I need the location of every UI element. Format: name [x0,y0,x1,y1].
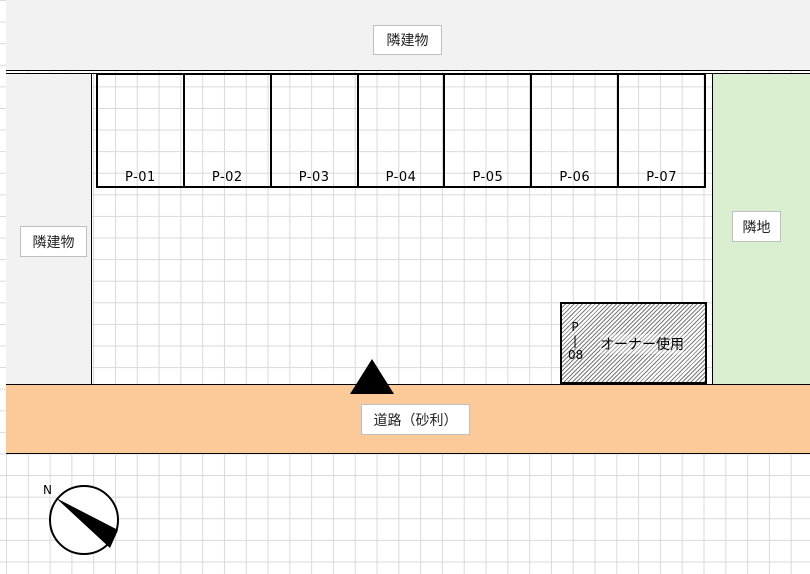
owner-stall-id-line: 08 [568,348,584,362]
owner-parking-stall: P | 08 オーナー使用 [560,302,707,384]
stall-label: P-04 [385,170,417,185]
owner-stall-label: オーナー使用 [600,334,684,354]
parking-stalls-row: P-01 P-02 P-03 P-04 P-05 P-06 P-07 [96,73,706,188]
stall-label: P-05 [472,170,504,185]
stall-label: P-06 [559,170,591,185]
parking-stall: P-07 [619,75,704,186]
owner-stall-id-line: | [572,334,578,348]
compass-icon: N [43,483,119,555]
road-label: 道路（砂利） [361,404,470,435]
compass-north-label: N [43,483,52,497]
stall-label: P-01 [125,170,156,185]
parking-stall: P-06 [532,75,620,186]
stall-label: P-02 [211,170,243,185]
top-neighbor-label: 隣建物 [373,25,442,55]
parking-stall: P-04 [359,75,446,186]
owner-stall-id: P | 08 [568,320,584,362]
entrance-arrow-icon [350,359,394,394]
parking-stall: P-02 [185,75,272,186]
parking-stall: P-01 [98,75,185,186]
owner-stall-id-line: P [571,320,579,334]
stall-label: P-07 [646,170,677,185]
parking-stall: P-05 [445,75,533,186]
right-neighbor-label: 隣地 [732,211,781,242]
stall-label: P-03 [298,170,330,185]
left-neighbor-label: 隣建物 [20,226,87,257]
parking-stall: P-03 [272,75,359,186]
